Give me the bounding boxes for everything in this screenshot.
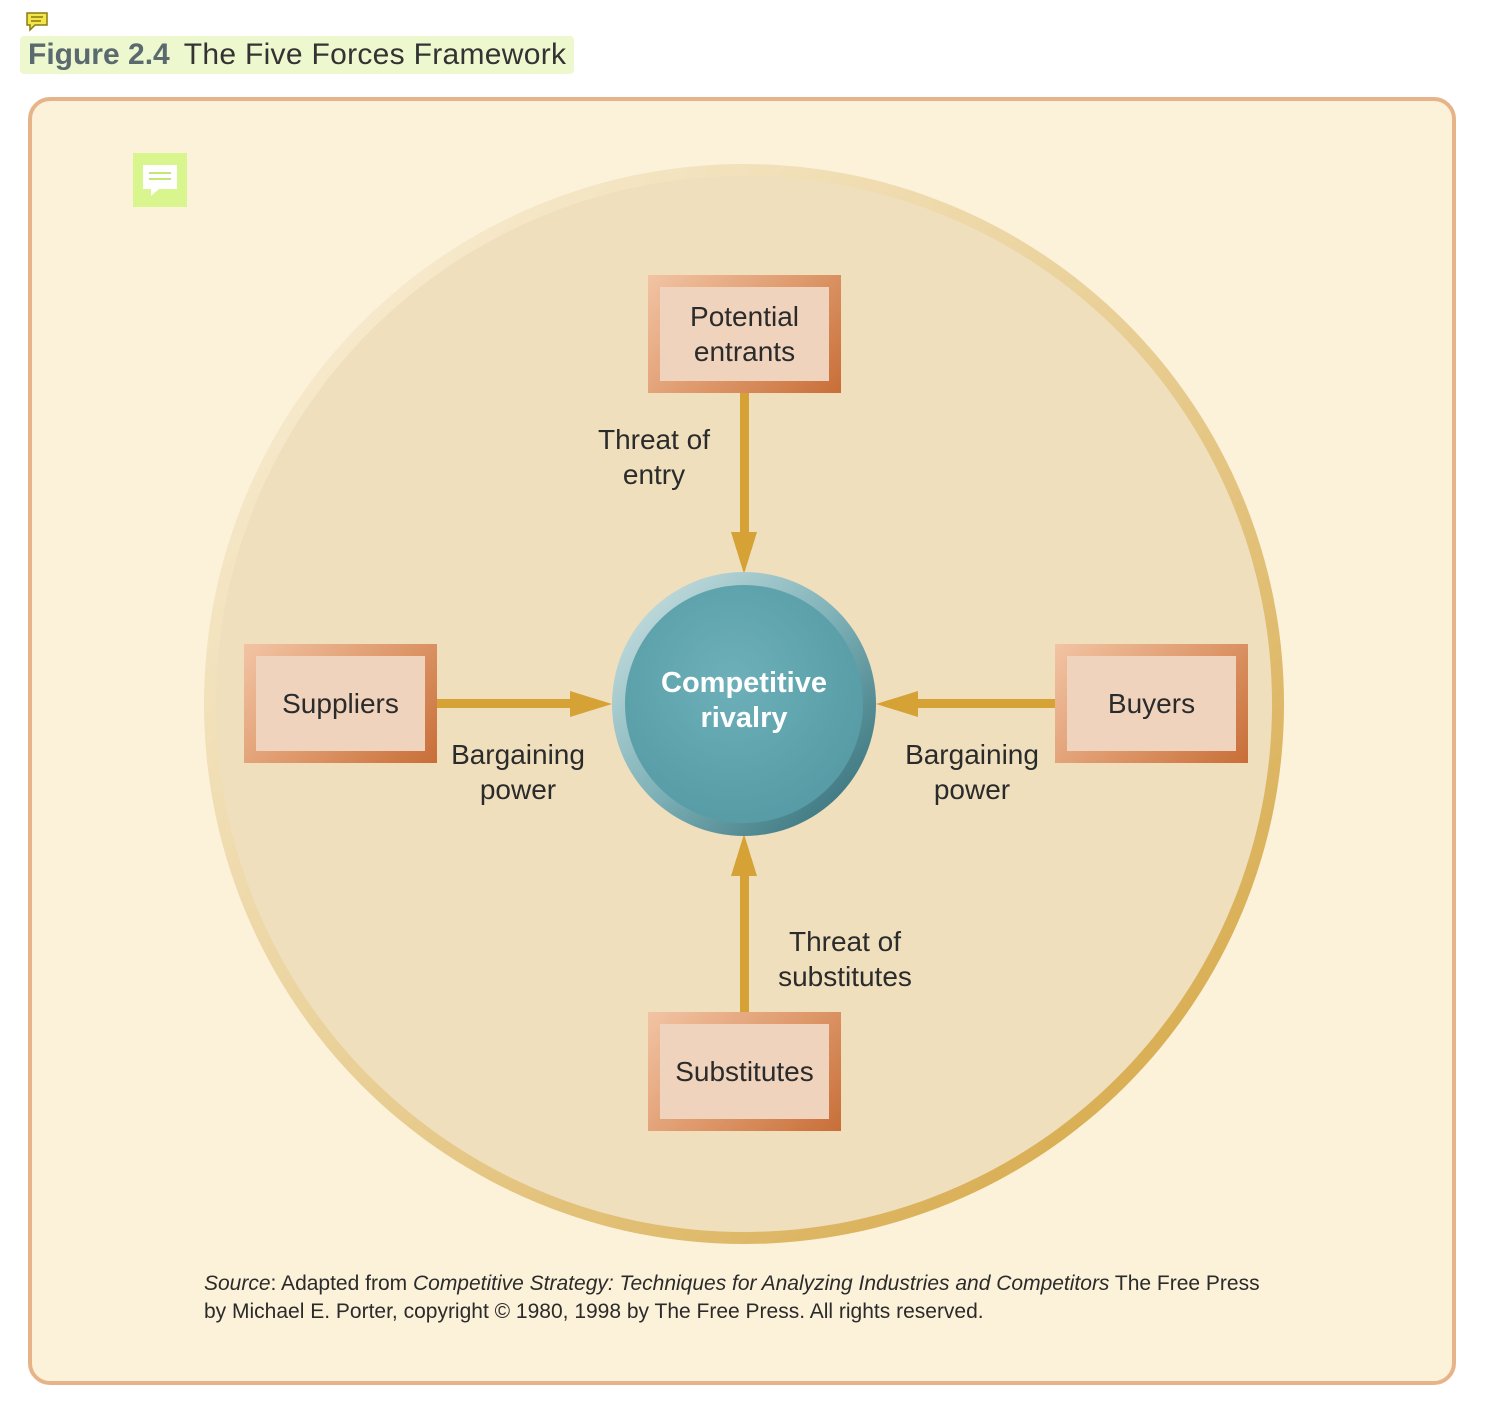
source-label: Source	[204, 1272, 271, 1295]
figure-title-text: The Five Forces Framework	[183, 38, 567, 71]
source-prefix: : Adapted from	[270, 1272, 413, 1295]
node-label: Substitutes	[660, 1024, 829, 1119]
figure-title: Figure 2.4 The Five Forces Framework	[20, 36, 575, 74]
arrow-substitutes	[731, 834, 757, 1014]
comment-note-icon[interactable]	[133, 153, 187, 207]
threat-of-entry-label: Threat of entry	[597, 424, 711, 490]
comment-note-icon[interactable]	[26, 12, 48, 32]
rivalry-hub	[625, 585, 863, 823]
threat-of-substitutes-label: Threat of substitutes	[778, 926, 912, 992]
source-citation: Source: Adapted from Competitive Strateg…	[204, 1270, 1264, 1326]
source-book-title: Competitive Strategy: Techniques for Ana…	[412, 1272, 1110, 1295]
arrow-suppliers	[437, 691, 612, 717]
node-suppliers: Suppliers	[244, 644, 437, 763]
node-substitutes: Substitutes	[648, 1012, 841, 1131]
figure-number: Figure 2.4	[28, 38, 170, 71]
node-label: Potential entrants	[660, 287, 829, 381]
node-potential-entrants: Potential entrants	[648, 275, 841, 393]
competitive-rivalry-label: Competitive rivalry	[661, 667, 827, 734]
arrow-entry	[731, 392, 757, 574]
supplier-bargaining-label: Bargaining power	[451, 739, 585, 805]
node-label: Buyers	[1067, 656, 1236, 751]
node-buyers: Buyers	[1055, 644, 1248, 763]
source-suffix: The Free Press by Michael E. Porter, cop…	[204, 1272, 1260, 1323]
buyer-bargaining-label: Bargaining power	[905, 739, 1039, 805]
node-label: Suppliers	[256, 656, 425, 751]
arrow-buyers	[876, 691, 1055, 717]
